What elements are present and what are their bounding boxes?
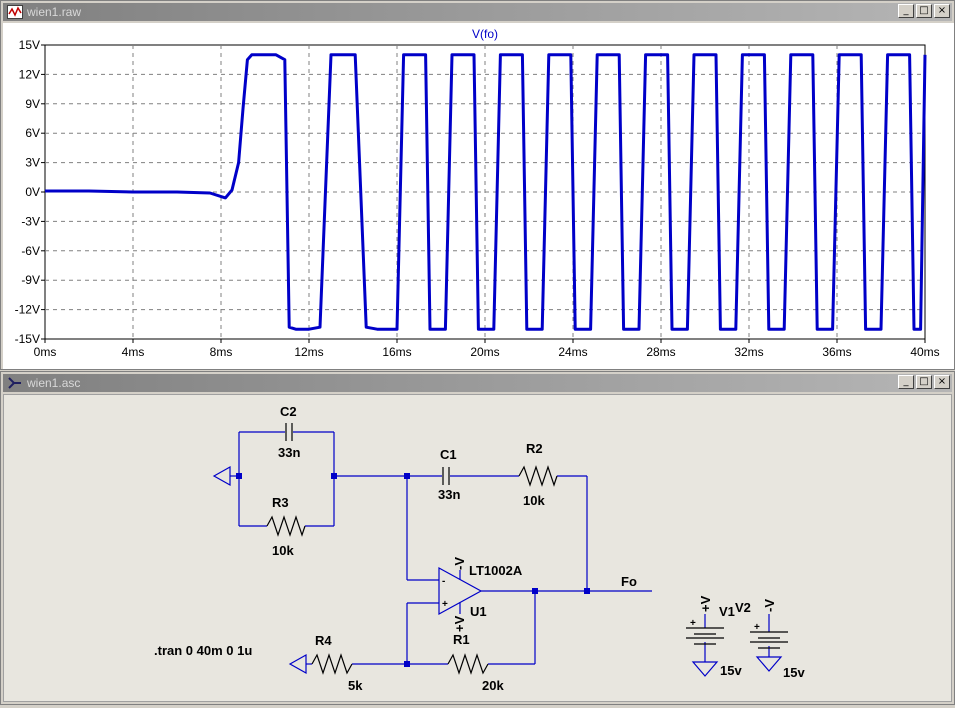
schematic-window: wien1.asc _ □ ×	[0, 371, 955, 705]
waveform-titlebar[interactable]: wien1.raw _ □ ×	[3, 3, 952, 21]
x-axis-ticks: 0ms 4ms 8ms 12ms 16ms 20ms 24ms 28ms 32ms 36ms 40m…	[34, 339, 940, 359]
x-tick-label: 16ms	[382, 345, 411, 359]
x-tick-label: 28ms	[646, 345, 675, 359]
y-tick-label: 15V	[19, 38, 40, 52]
minimize-button[interactable]: _	[898, 4, 914, 18]
r1-value[interactable]: 20k	[482, 678, 504, 693]
opamp-plus-sign: +	[442, 599, 448, 610]
x-tick-label: 8ms	[210, 345, 233, 359]
close-button[interactable]: ×	[934, 4, 950, 18]
ground-symbol-v1	[691, 661, 719, 677]
x-tick-label: 12ms	[294, 345, 323, 359]
schematic-titlebar[interactable]: wien1.asc _ □ ×	[3, 374, 952, 392]
opamp-neg-rail: -V	[452, 557, 467, 570]
x-tick-label: 32ms	[734, 345, 763, 359]
waveform-window: wien1.raw _ □ × 15V 12V 9V 6V 3V 0V -3V -6V -9V -…	[0, 0, 955, 370]
u1-part[interactable]: LT1002A	[469, 563, 523, 578]
v1-name[interactable]: V1	[719, 604, 735, 619]
v1-rail: +V	[698, 595, 713, 612]
maximize-button[interactable]: □	[916, 4, 932, 18]
y-axis-ticks: 15V 12V 9V 6V 3V 0V -3V -6V -9V -12V -15V	[15, 38, 45, 346]
v2-plus-sign: +	[754, 622, 760, 633]
maximize-button[interactable]: □	[916, 375, 932, 389]
plot-area[interactable]: 15V 12V 9V 6V 3V 0V -3V -6V -9V -12V -15V 0ms 4ms 8m…	[3, 23, 954, 369]
x-tick-label: 20ms	[470, 345, 499, 359]
x-tick-label: 0ms	[34, 345, 57, 359]
x-tick-label: 40ms	[910, 345, 939, 359]
ground-symbol-v2	[755, 656, 783, 672]
c2-value[interactable]: 33n	[278, 445, 300, 460]
ground-symbol-r4	[288, 653, 307, 675]
y-tick-label: 6V	[25, 126, 40, 140]
resistor-r3	[266, 515, 306, 537]
resistor-r1	[447, 653, 489, 675]
schematic-icon	[8, 377, 21, 389]
y-tick-label: 0V	[25, 185, 40, 199]
u1-name[interactable]: U1	[470, 604, 487, 619]
trace-title[interactable]: V(fo)	[472, 27, 498, 41]
spice-directive[interactable]: .tran 0 40m 0 1u	[154, 643, 252, 658]
r1-name[interactable]: R1	[453, 632, 470, 647]
y-tick-label: -12V	[15, 303, 40, 317]
opamp-minus-sign: -	[442, 576, 445, 587]
r3-name[interactable]: R3	[272, 495, 289, 510]
r4-name[interactable]: R4	[315, 633, 332, 648]
x-tick-label: 36ms	[822, 345, 851, 359]
v2-rail: -V	[762, 599, 777, 612]
r2-value[interactable]: 10k	[523, 493, 545, 508]
c1-value[interactable]: 33n	[438, 487, 460, 502]
r4-value[interactable]: 5k	[348, 678, 363, 693]
ground-symbol-left	[212, 465, 231, 487]
window-title: wien1.asc	[27, 376, 81, 390]
v2-name[interactable]: V2	[735, 600, 751, 615]
v1-value[interactable]: 15v	[720, 663, 742, 678]
schematic-drawing[interactable]: C2 33n R3 10k C1 33n R2 10k LT1002A U1 R…	[4, 395, 953, 703]
r2-name[interactable]: R2	[526, 441, 543, 456]
minimize-button[interactable]: _	[898, 375, 914, 389]
resistor-r2	[518, 465, 558, 487]
x-tick-label: 24ms	[558, 345, 587, 359]
opamp-u1	[438, 566, 483, 616]
window-title: wien1.raw	[27, 5, 82, 19]
opamp-pos-rail: +V	[452, 615, 467, 632]
plot-grid	[44, 44, 926, 340]
schematic-canvas[interactable]: C2 33n R3 10k C1 33n R2 10k LT1002A U1 R…	[3, 394, 952, 702]
c1-name[interactable]: C1	[440, 447, 457, 462]
y-tick-label: 3V	[25, 156, 40, 170]
resistor-r4	[311, 653, 353, 675]
y-tick-label: -15V	[15, 332, 40, 346]
c2-name[interactable]: C2	[280, 404, 297, 419]
close-button[interactable]: ×	[934, 375, 950, 389]
waveform-chart[interactable]: 15V 12V 9V 6V 3V 0V -3V -6V -9V -12V -15V 0ms 4ms 8m…	[3, 23, 954, 369]
y-tick-label: -3V	[21, 214, 40, 228]
y-tick-label: -6V	[21, 244, 40, 258]
trace-v-fo	[45, 53, 927, 331]
x-tick-label: 4ms	[122, 345, 145, 359]
y-tick-label: 12V	[19, 67, 40, 81]
waveform-icon	[7, 5, 23, 19]
net-label-fo[interactable]: Fo	[621, 574, 637, 589]
v1-plus-sign: +	[690, 618, 696, 629]
y-tick-label: -9V	[21, 273, 40, 287]
y-tick-label: 9V	[25, 97, 40, 111]
v2-value[interactable]: 15v	[783, 665, 805, 680]
r3-value[interactable]: 10k	[272, 543, 294, 558]
